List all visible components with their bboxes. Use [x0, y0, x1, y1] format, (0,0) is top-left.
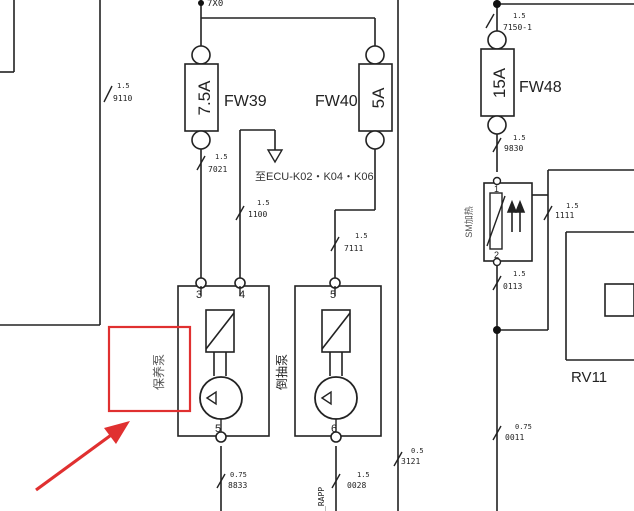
top-bus: [200, 0, 376, 46]
svg-text:1.5: 1.5: [355, 232, 368, 240]
pin-5-left: 5: [215, 423, 221, 435]
wire-tag-0011: 0.75 0011: [492, 423, 532, 442]
svg-text:1.5: 1.5: [257, 199, 270, 207]
svg-text:0011: 0011: [505, 433, 524, 442]
svg-text:0.75: 0.75: [515, 423, 532, 431]
top-junction: [198, 0, 204, 6]
pump-left-label: 保养泵: [151, 354, 166, 390]
side-code: _RAPP: [317, 487, 326, 511]
relay-sm-heater: [483, 176, 533, 267]
svg-text:1.5: 1.5: [215, 153, 228, 161]
svg-text:0028: 0028: [347, 481, 366, 490]
fuse-fw48: 15A: [480, 0, 634, 135]
wire-tag-0113: 1.5 0113: [492, 270, 526, 291]
wire-tag-0028: 1.5 0028: [331, 471, 370, 490]
fuse-fw39-rating: 7.5A: [195, 80, 214, 116]
svg-text:0.75: 0.75: [230, 471, 247, 479]
pump-right-label: 倒抽泵: [275, 354, 289, 390]
pin-6: 6: [331, 423, 337, 435]
pin-5-right: 5: [330, 289, 336, 301]
relay-pin-2: 2: [494, 250, 499, 260]
svg-text:7150-1: 7150-1: [503, 23, 532, 32]
highlight-arrow-icon: [35, 421, 130, 492]
wire-tag-7150-1: 1.5 7150-1: [485, 12, 532, 32]
wire-tag-1111: 1.5 1111: [543, 202, 579, 221]
fuse-fw39: 7.5A: [184, 45, 219, 150]
wire-tag-9110: 1.5 9110: [103, 82, 132, 103]
fuse-fw40-rating: 5A: [369, 87, 388, 108]
svg-text:7111: 7111: [344, 244, 363, 253]
pump-left-module: [177, 277, 270, 443]
junction-330: [493, 326, 501, 334]
pin-4: 4: [239, 289, 245, 301]
wire-tag-3121: 0.5 3121: [393, 447, 424, 467]
pump-right-module: [294, 277, 382, 443]
rv11-label: RV11: [571, 369, 607, 386]
highlight-box: [107, 325, 192, 413]
fuse-fw40: 5A: [358, 45, 393, 150]
relay-pin-1: 1: [494, 184, 499, 194]
ecu-text: 至ECU-K02・K04・K06: [255, 171, 374, 183]
svg-text:1.5: 1.5: [357, 471, 370, 479]
svg-text:1111: 1111: [555, 211, 574, 220]
wire-tag-9830: 1.5 9830: [492, 134, 526, 153]
svg-text:7021: 7021: [208, 165, 227, 174]
svg-text:9830: 9830: [504, 144, 523, 153]
svg-text:3121: 3121: [401, 457, 420, 466]
svg-text:1.5: 1.5: [513, 134, 526, 142]
pin-3: 3: [196, 289, 202, 301]
relay-label: SM加热: [463, 206, 474, 238]
svg-text:1.5: 1.5: [117, 82, 130, 90]
wire-tag-7111: 1.5 7111: [330, 232, 368, 253]
wires-left: [200, 129, 376, 511]
wire-tag-7021: 1.5 7021: [196, 153, 228, 174]
wire-tag-1100: 1.5 1100: [235, 199, 270, 221]
top-code: 7X0: [207, 0, 223, 9]
wires-right: [496, 134, 634, 511]
svg-text:1100: 1100: [248, 210, 267, 219]
fuse-fw48-rating: 15A: [490, 67, 509, 98]
fuse-fw39-id: FW39: [224, 93, 267, 110]
frame-lines: [0, 0, 399, 511]
svg-text:0113: 0113: [503, 282, 522, 291]
svg-text:9110: 9110: [113, 94, 132, 103]
wire-tag-8833: 0.75 8833: [216, 471, 247, 490]
svg-text:1.5: 1.5: [566, 202, 579, 210]
svg-text:1.5: 1.5: [513, 270, 526, 278]
svg-text:1.5: 1.5: [513, 12, 526, 20]
ecu-arrow-icon: [266, 149, 284, 164]
svg-text:0.5: 0.5: [411, 447, 424, 455]
fuse-fw40-id: FW40: [315, 93, 358, 110]
svg-text:8833: 8833: [228, 481, 247, 490]
fuse-fw48-id: FW48: [519, 79, 562, 96]
